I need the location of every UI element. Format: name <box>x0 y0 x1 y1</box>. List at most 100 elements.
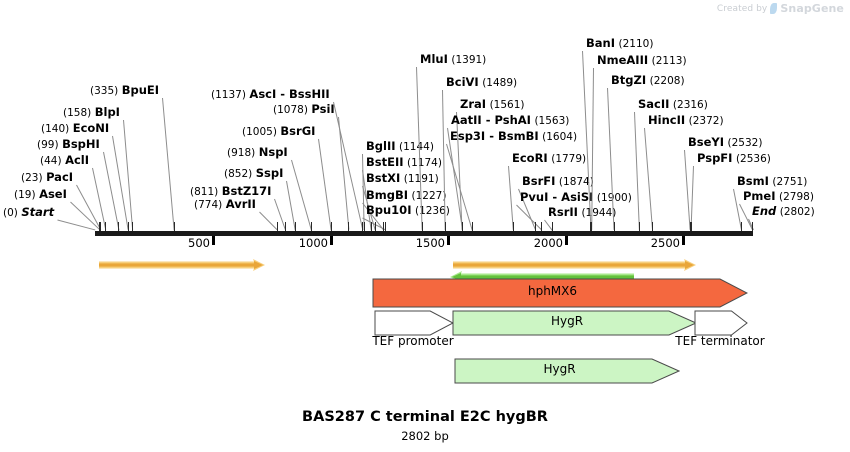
ruler-minor-tick <box>100 222 101 231</box>
restriction-site-label[interactable]: (1005) BsrGI <box>242 124 316 138</box>
ruler-minor-tick <box>445 222 446 231</box>
ruler-minor-tick <box>385 222 386 231</box>
restriction-site-label[interactable]: BsmI (2751) <box>737 175 808 188</box>
restriction-site-label[interactable]: (0) Start <box>3 206 54 219</box>
site-enzyme-name: AatII <box>451 113 482 127</box>
restriction-site-label[interactable]: (852) SspI <box>224 167 283 180</box>
site-leader-line <box>318 138 333 231</box>
restriction-site-label[interactable]: BmgBI (1227) <box>366 189 446 202</box>
restriction-site-label[interactable]: BanI (2110) <box>586 37 653 50</box>
restriction-site-label[interactable]: BstEII (1174) <box>366 156 442 169</box>
site-position: (774) <box>194 199 223 211</box>
restriction-site-label[interactable]: HincII (2372) <box>648 113 724 127</box>
site-leader-line <box>690 165 694 231</box>
ruler-minor-tick <box>132 222 133 231</box>
site-leader-line <box>162 97 175 231</box>
site-position: (2316) <box>672 99 708 111</box>
restriction-site-label[interactable]: PvuI - AsiSI (1900) <box>520 191 632 204</box>
ruler-minor-tick <box>99 222 100 231</box>
ruler-minor-tick <box>128 222 129 231</box>
restriction-site-label[interactable]: (1137) AscI - BssHII <box>211 88 330 101</box>
site-enzyme-name: HincII <box>648 113 686 127</box>
ruler-minor-tick <box>614 222 615 231</box>
feature-label: HygR <box>543 362 576 376</box>
site-position: (44) <box>40 155 62 167</box>
ruler-minor-tick <box>472 222 473 231</box>
site-leader-line <box>259 211 278 231</box>
site-enzyme-name: NspI <box>258 145 288 159</box>
site-enzyme-name: Bpu10I <box>366 203 412 217</box>
feature-arrow-hygr-upper[interactable] <box>452 310 697 336</box>
page-subtitle: 2802 bp <box>401 429 449 443</box>
site-enzyme-name: PmeI <box>743 189 776 203</box>
ruler-major-tick <box>682 236 685 245</box>
restriction-site-label[interactable]: (44) AclI <box>40 154 89 167</box>
orange-arrow-1[interactable] <box>98 259 265 271</box>
restriction-site-label[interactable]: BseYI (2532) <box>688 136 763 149</box>
restriction-site-label[interactable]: (811) BstZ17I <box>190 185 271 198</box>
ruler-minor-tick <box>285 222 286 231</box>
ruler-tick-label: 1500 <box>415 236 445 250</box>
feature-arrow-hygr-lower[interactable] <box>454 358 680 384</box>
restriction-site-label[interactable]: (140) EcoNI <box>41 122 109 135</box>
ruler-tick-label: 2500 <box>650 236 680 250</box>
restriction-site-label[interactable]: RsrII (1944) <box>548 206 617 219</box>
restriction-site-label[interactable]: PspFI (2536) <box>697 152 771 165</box>
site-enzyme-name: MluI <box>420 52 448 66</box>
feature-arrow-hphmx6[interactable] <box>372 278 748 308</box>
restriction-site-label[interactable]: (774) AvrII <box>194 198 256 211</box>
ruler-major-tick <box>447 236 450 245</box>
ruler-minor-tick <box>590 222 591 231</box>
restriction-site-label[interactable]: (1078) PsiI <box>273 103 335 116</box>
site-enzyme-name: BsrFI <box>522 174 556 188</box>
restriction-site-label[interactable]: (918) NspI <box>227 145 288 159</box>
restriction-site-label[interactable]: ZraI (1561) <box>460 98 524 111</box>
ruler-minor-tick <box>541 222 542 231</box>
feature-arrow-tef-promoter[interactable] <box>374 310 454 336</box>
restriction-site-label[interactable]: (19) AseI <box>14 188 67 201</box>
feature-arrow-tef-terminator[interactable] <box>694 310 748 336</box>
restriction-site-label[interactable]: BtgZI (2208) <box>611 74 685 87</box>
restriction-site-label[interactable]: AatII - PshAI (1563) <box>451 113 569 127</box>
ruler-minor-tick <box>371 222 372 231</box>
site-enzyme-name-2: BsmBI <box>498 129 539 143</box>
restriction-site-label[interactable]: BciVI (1489) <box>446 75 517 89</box>
site-enzyme-name: SacII <box>638 97 670 111</box>
site-enzyme-name: EcoRI <box>512 151 548 165</box>
site-leader-line <box>92 167 107 231</box>
restriction-site-label[interactable]: Bpu10I (1236) <box>366 203 450 217</box>
site-position: (2751) <box>772 176 808 188</box>
site-position: (19) <box>14 189 36 201</box>
watermark-brand: SnapGene <box>780 2 844 15</box>
site-position: (2532) <box>727 137 763 149</box>
restriction-site-label[interactable]: Esp3I - BsmBI (1604) <box>450 129 577 143</box>
orange-arrow-2[interactable] <box>452 259 696 271</box>
site-leader-line <box>591 67 594 230</box>
restriction-site-label[interactable]: MluI (1391) <box>420 52 486 66</box>
ruler-minor-tick <box>295 222 296 231</box>
restriction-site-label[interactable]: SacII (2316) <box>638 97 708 111</box>
ruler-minor-tick <box>174 222 175 231</box>
site-enzyme-name: BpuEI <box>121 83 160 97</box>
restriction-site-label[interactable]: (158) BlpI <box>63 106 120 119</box>
restriction-site-label[interactable]: BglII (1144) <box>366 140 434 153</box>
restriction-site-label[interactable]: BstXI (1191) <box>366 172 439 185</box>
site-enzyme-name: End <box>752 204 777 218</box>
restriction-site-label[interactable]: (23) PacI <box>21 171 73 184</box>
ruler-minor-tick <box>752 222 753 231</box>
restriction-site-label[interactable]: EcoRI (1779) <box>512 151 586 165</box>
site-leader-line <box>332 101 363 231</box>
feature-caption: TEF terminator <box>675 334 765 348</box>
site-enzyme-name-2: PshAI <box>494 113 531 127</box>
site-position: (1944) <box>581 207 617 219</box>
site-position: (335) <box>90 85 119 97</box>
restriction-site-label[interactable]: (335) BpuEI <box>90 83 160 97</box>
restriction-site-label[interactable]: NmeAIII (2113) <box>597 54 687 67</box>
restriction-site-label[interactable]: BsrFI (1874) <box>522 174 594 188</box>
restriction-site-label[interactable]: PmeI (2798) <box>743 189 814 203</box>
site-enzyme-name: BciVI <box>446 75 479 89</box>
restriction-site-label[interactable]: (99) BspHI <box>37 138 100 151</box>
ruler-minor-tick <box>348 222 349 231</box>
site-enzyme-name: BsrGI <box>280 124 316 138</box>
restriction-site-label[interactable]: End (2802) <box>752 204 815 218</box>
